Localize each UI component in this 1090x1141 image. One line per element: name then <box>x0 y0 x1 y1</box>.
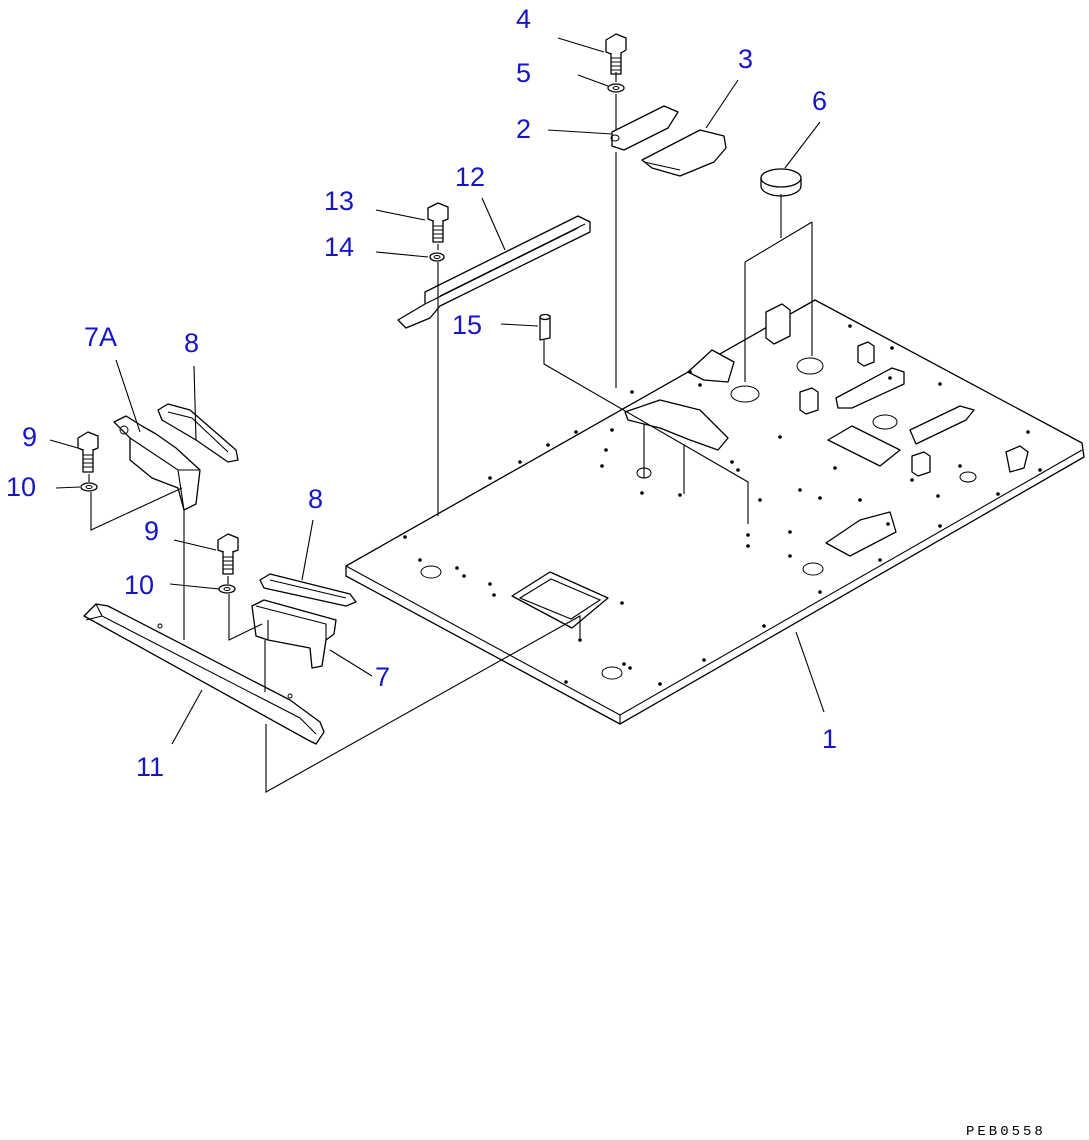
bolt-13 <box>427 202 449 243</box>
callout-4: 4 <box>516 4 531 34</box>
callout-7: 7 <box>375 662 390 692</box>
callout-10-lower: 10 <box>124 570 154 600</box>
cover-plate-2 <box>610 105 679 151</box>
callout-3: 3 <box>738 44 753 74</box>
pedal-bracket-7 <box>251 599 337 669</box>
rail-12 <box>397 215 591 329</box>
floor-plate <box>345 299 1085 725</box>
callout-6: 6 <box>812 86 827 116</box>
washer-10-upper <box>80 482 98 492</box>
drawing-code: PEB0558 <box>966 1124 1046 1140</box>
callout-8-lower: 8 <box>308 484 323 514</box>
step-plate-11 <box>83 603 325 745</box>
washer-10-lower <box>218 584 236 594</box>
pedal-pad-8-lower <box>259 573 357 607</box>
callout-13: 13 <box>324 186 354 216</box>
pedal-bracket-7a <box>113 415 201 511</box>
pedal-pad-8-upper <box>157 403 239 463</box>
callout-9-upper: 9 <box>22 422 37 452</box>
bolt-9-lower <box>217 533 239 575</box>
callout-7a: 7A <box>84 322 117 352</box>
assembly-lines <box>49 37 825 793</box>
cover-plate-3 <box>641 129 727 177</box>
plug-6 <box>760 168 802 197</box>
callout-10-upper: 10 <box>6 472 36 502</box>
bolt-9-upper <box>77 431 99 473</box>
washer-14 <box>429 252 445 262</box>
callout-12: 12 <box>455 162 485 192</box>
pin-15 <box>539 313 551 341</box>
callout-15: 15 <box>452 310 482 340</box>
callout-8-upper: 8 <box>184 328 199 358</box>
callout-1: 1 <box>822 724 837 754</box>
callout-9-lower: 9 <box>144 516 159 546</box>
washer-5 <box>607 83 625 93</box>
callout-2: 2 <box>516 114 531 144</box>
callouts: 1 2 3 4 5 6 7 7A 8 8 9 9 10 10 11 12 13 … <box>6 4 837 782</box>
callout-14: 14 <box>324 232 354 262</box>
callout-11: 11 <box>136 752 164 782</box>
callout-5: 5 <box>516 58 531 88</box>
bolt-4 <box>605 33 627 75</box>
